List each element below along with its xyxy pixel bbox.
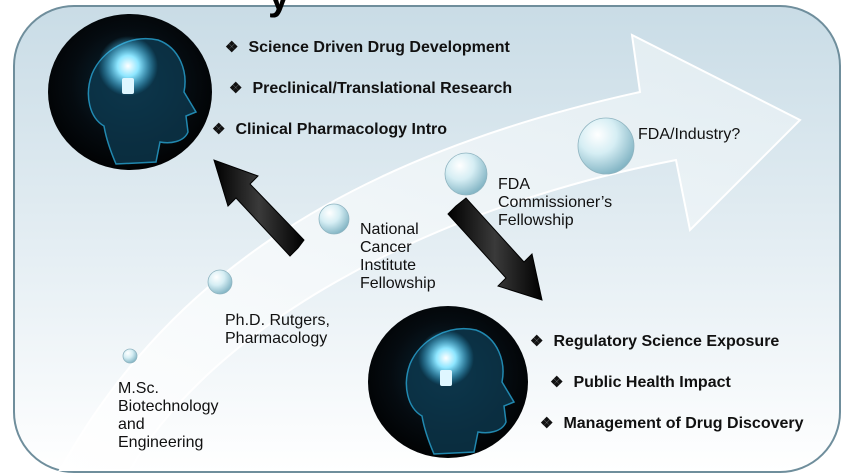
bullet-text: Public Health Impact bbox=[573, 374, 731, 391]
bullet-text: Preclinical/Translational Research bbox=[252, 80, 513, 97]
bullet-icon: ❖ bbox=[530, 333, 544, 350]
head-lightbulb-icon bbox=[48, 14, 212, 170]
upper-bullet-3: ❖ Clinical Pharmacology Intro bbox=[212, 120, 447, 139]
bullet-text: Science Driven Drug Development bbox=[248, 39, 510, 56]
lower-bullet-2: ❖ Public Health Impact bbox=[550, 373, 731, 392]
bullet-icon: ❖ bbox=[540, 415, 554, 432]
bullet-icon: ❖ bbox=[212, 121, 226, 138]
upper-bullet-1: ❖ Science Driven Drug Development bbox=[225, 38, 510, 57]
lower-bullet-3: ❖ Management of Drug Discovery bbox=[540, 414, 804, 433]
black-arrow-icon bbox=[447, 197, 543, 301]
milestone-fda-fellowship: FDA Commissioner’s Fellowship bbox=[498, 176, 613, 229]
head-lightbulb-icon bbox=[368, 306, 528, 458]
lower-bullet-1: ❖ Regulatory Science Exposure bbox=[530, 332, 779, 351]
bullet-icon: ❖ bbox=[550, 374, 564, 391]
upper-bullet-2: ❖ Preclinical/Translational Research bbox=[229, 79, 512, 98]
page-title: y bbox=[268, 0, 291, 19]
bullet-text: Clinical Pharmacology Intro bbox=[235, 121, 448, 138]
black-arrow-icon bbox=[213, 159, 305, 257]
milestone-nci: National Cancer Institute Fellowship bbox=[360, 221, 436, 292]
milestone-msc: M.Sc. Biotechnology and Engineering bbox=[118, 380, 219, 451]
milestone-fda-industry: FDA/Industry? bbox=[638, 126, 741, 143]
bubble-icon bbox=[122, 117, 635, 364]
bullet-icon: ❖ bbox=[229, 80, 243, 97]
bullet-text: Management of Drug Discovery bbox=[563, 415, 804, 432]
bullet-text: Regulatory Science Exposure bbox=[553, 333, 780, 350]
bullet-icon: ❖ bbox=[225, 39, 239, 56]
milestone-phd: Ph.D. Rutgers, Pharmacology bbox=[225, 312, 330, 347]
